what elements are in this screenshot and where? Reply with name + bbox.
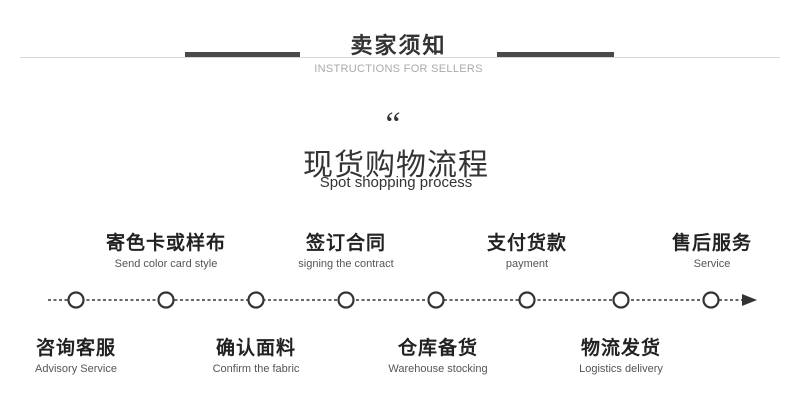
process-timeline	[48, 291, 757, 309]
section-title: 现货购物流程	[303, 148, 489, 183]
header-bar-right	[497, 52, 614, 57]
timeline-node-3	[247, 291, 265, 309]
step-logistics-delivery: 物流发货 Logistics delivery	[541, 333, 701, 375]
step-title: 确认面料	[215, 337, 296, 359]
step-sign-contract: 签订合同 signing the contract	[266, 228, 426, 270]
step-subtitle: signing the contract	[298, 258, 394, 270]
header-title: 卖家须知	[350, 34, 447, 59]
step-title: 寄色卡或样布	[105, 232, 226, 254]
timeline-node-5	[427, 291, 445, 309]
step-warehouse-stocking: 仓库备货 Warehouse stocking	[358, 333, 518, 375]
header-bar-left	[185, 52, 300, 57]
step-consult: 咨询客服 Advisory Service	[0, 333, 156, 375]
step-subtitle: Service	[693, 258, 731, 270]
quote-icon: “	[385, 106, 401, 143]
header-subtitle: INSTRUCTIONS FOR SELLERS	[314, 63, 483, 75]
step-title: 签订合同	[305, 232, 386, 254]
timeline-node-6	[518, 291, 536, 309]
step-subtitle: Send color card style	[114, 258, 218, 270]
step-payment: 支付货款 payment	[447, 228, 607, 270]
arrow-right-icon	[742, 294, 757, 306]
step-subtitle: Warehouse stocking	[388, 363, 488, 375]
step-subtitle: Confirm the fabric	[212, 363, 300, 375]
step-title: 物流发货	[580, 337, 661, 359]
step-send-color-card: 寄色卡或样布 Send color card style	[86, 228, 246, 270]
timeline-node-2	[157, 291, 175, 309]
step-subtitle: payment	[505, 258, 549, 270]
step-title: 仓库备货	[397, 337, 478, 359]
step-subtitle: Logistics delivery	[579, 363, 663, 375]
timeline-node-8	[702, 291, 720, 309]
timeline-node-7	[612, 291, 630, 309]
timeline-node-1	[67, 291, 85, 309]
step-subtitle: Advisory Service	[35, 363, 117, 375]
step-title: 售后服务	[671, 232, 752, 254]
timeline-node-4	[337, 291, 355, 309]
step-title: 支付货款	[486, 232, 567, 254]
step-after-sales-service: 售后服务 Service	[632, 228, 792, 270]
step-confirm-fabric: 确认面料 Confirm the fabric	[176, 333, 336, 375]
step-title: 咨询客服	[35, 337, 116, 359]
section-subtitle: Spot shopping process	[319, 174, 473, 191]
header-rule	[20, 57, 780, 58]
timeline-nodes	[67, 291, 720, 309]
